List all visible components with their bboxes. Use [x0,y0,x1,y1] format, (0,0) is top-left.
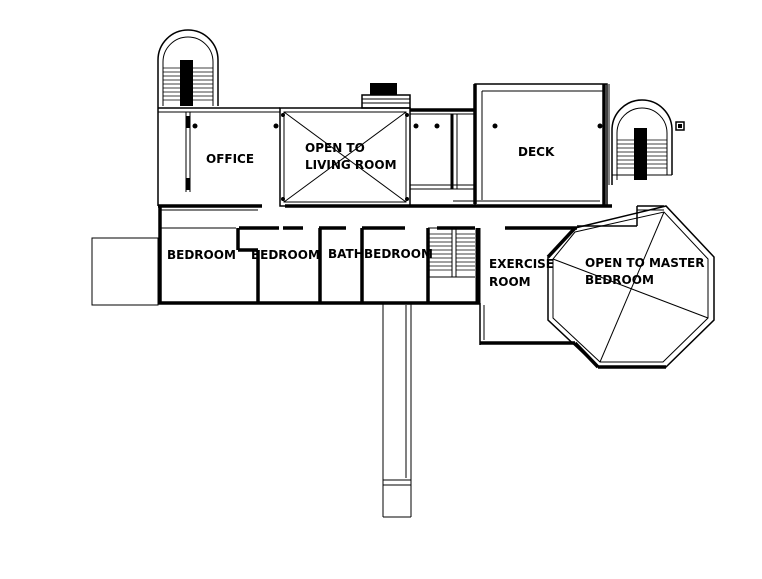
open-to-living-room-area [279,107,411,207]
label-open-to-living-line1: OPEN TO [305,141,365,155]
interior-stair [428,227,481,303]
left-annex [91,237,159,306]
label-exercise-line1: EXERCISE [489,257,554,271]
label-open-to-master-line2: BEDROOM [585,273,654,287]
label-exercise-line2: ROOM [489,275,531,289]
exercise-room-walls [479,303,575,345]
label-bedroom-3: BEDROOM [364,247,433,261]
open-to-master-bedroom-area [546,205,715,369]
right-stair-tower [611,99,685,185]
hallway-walls [158,200,664,230]
left-stair-tower [157,29,219,106]
label-bath: BATH [328,247,364,261]
label-open-to-living-line2: LIVING ROOM [305,158,397,172]
label-open-to-master-line1: OPEN TO MASTER [585,256,704,270]
walkway [382,303,412,518]
chimney [361,83,411,109]
room-labels: OFFICE OPEN TO LIVING ROOM DECK BEDROOM … [167,141,704,289]
label-bedroom-1: BEDROOM [167,248,236,262]
label-bedroom-2: BEDROOM [251,248,320,262]
bedroom-wing-walls [158,206,480,305]
label-deck: DECK [518,145,555,159]
label-office: OFFICE [206,152,254,166]
post-markers [192,113,603,201]
